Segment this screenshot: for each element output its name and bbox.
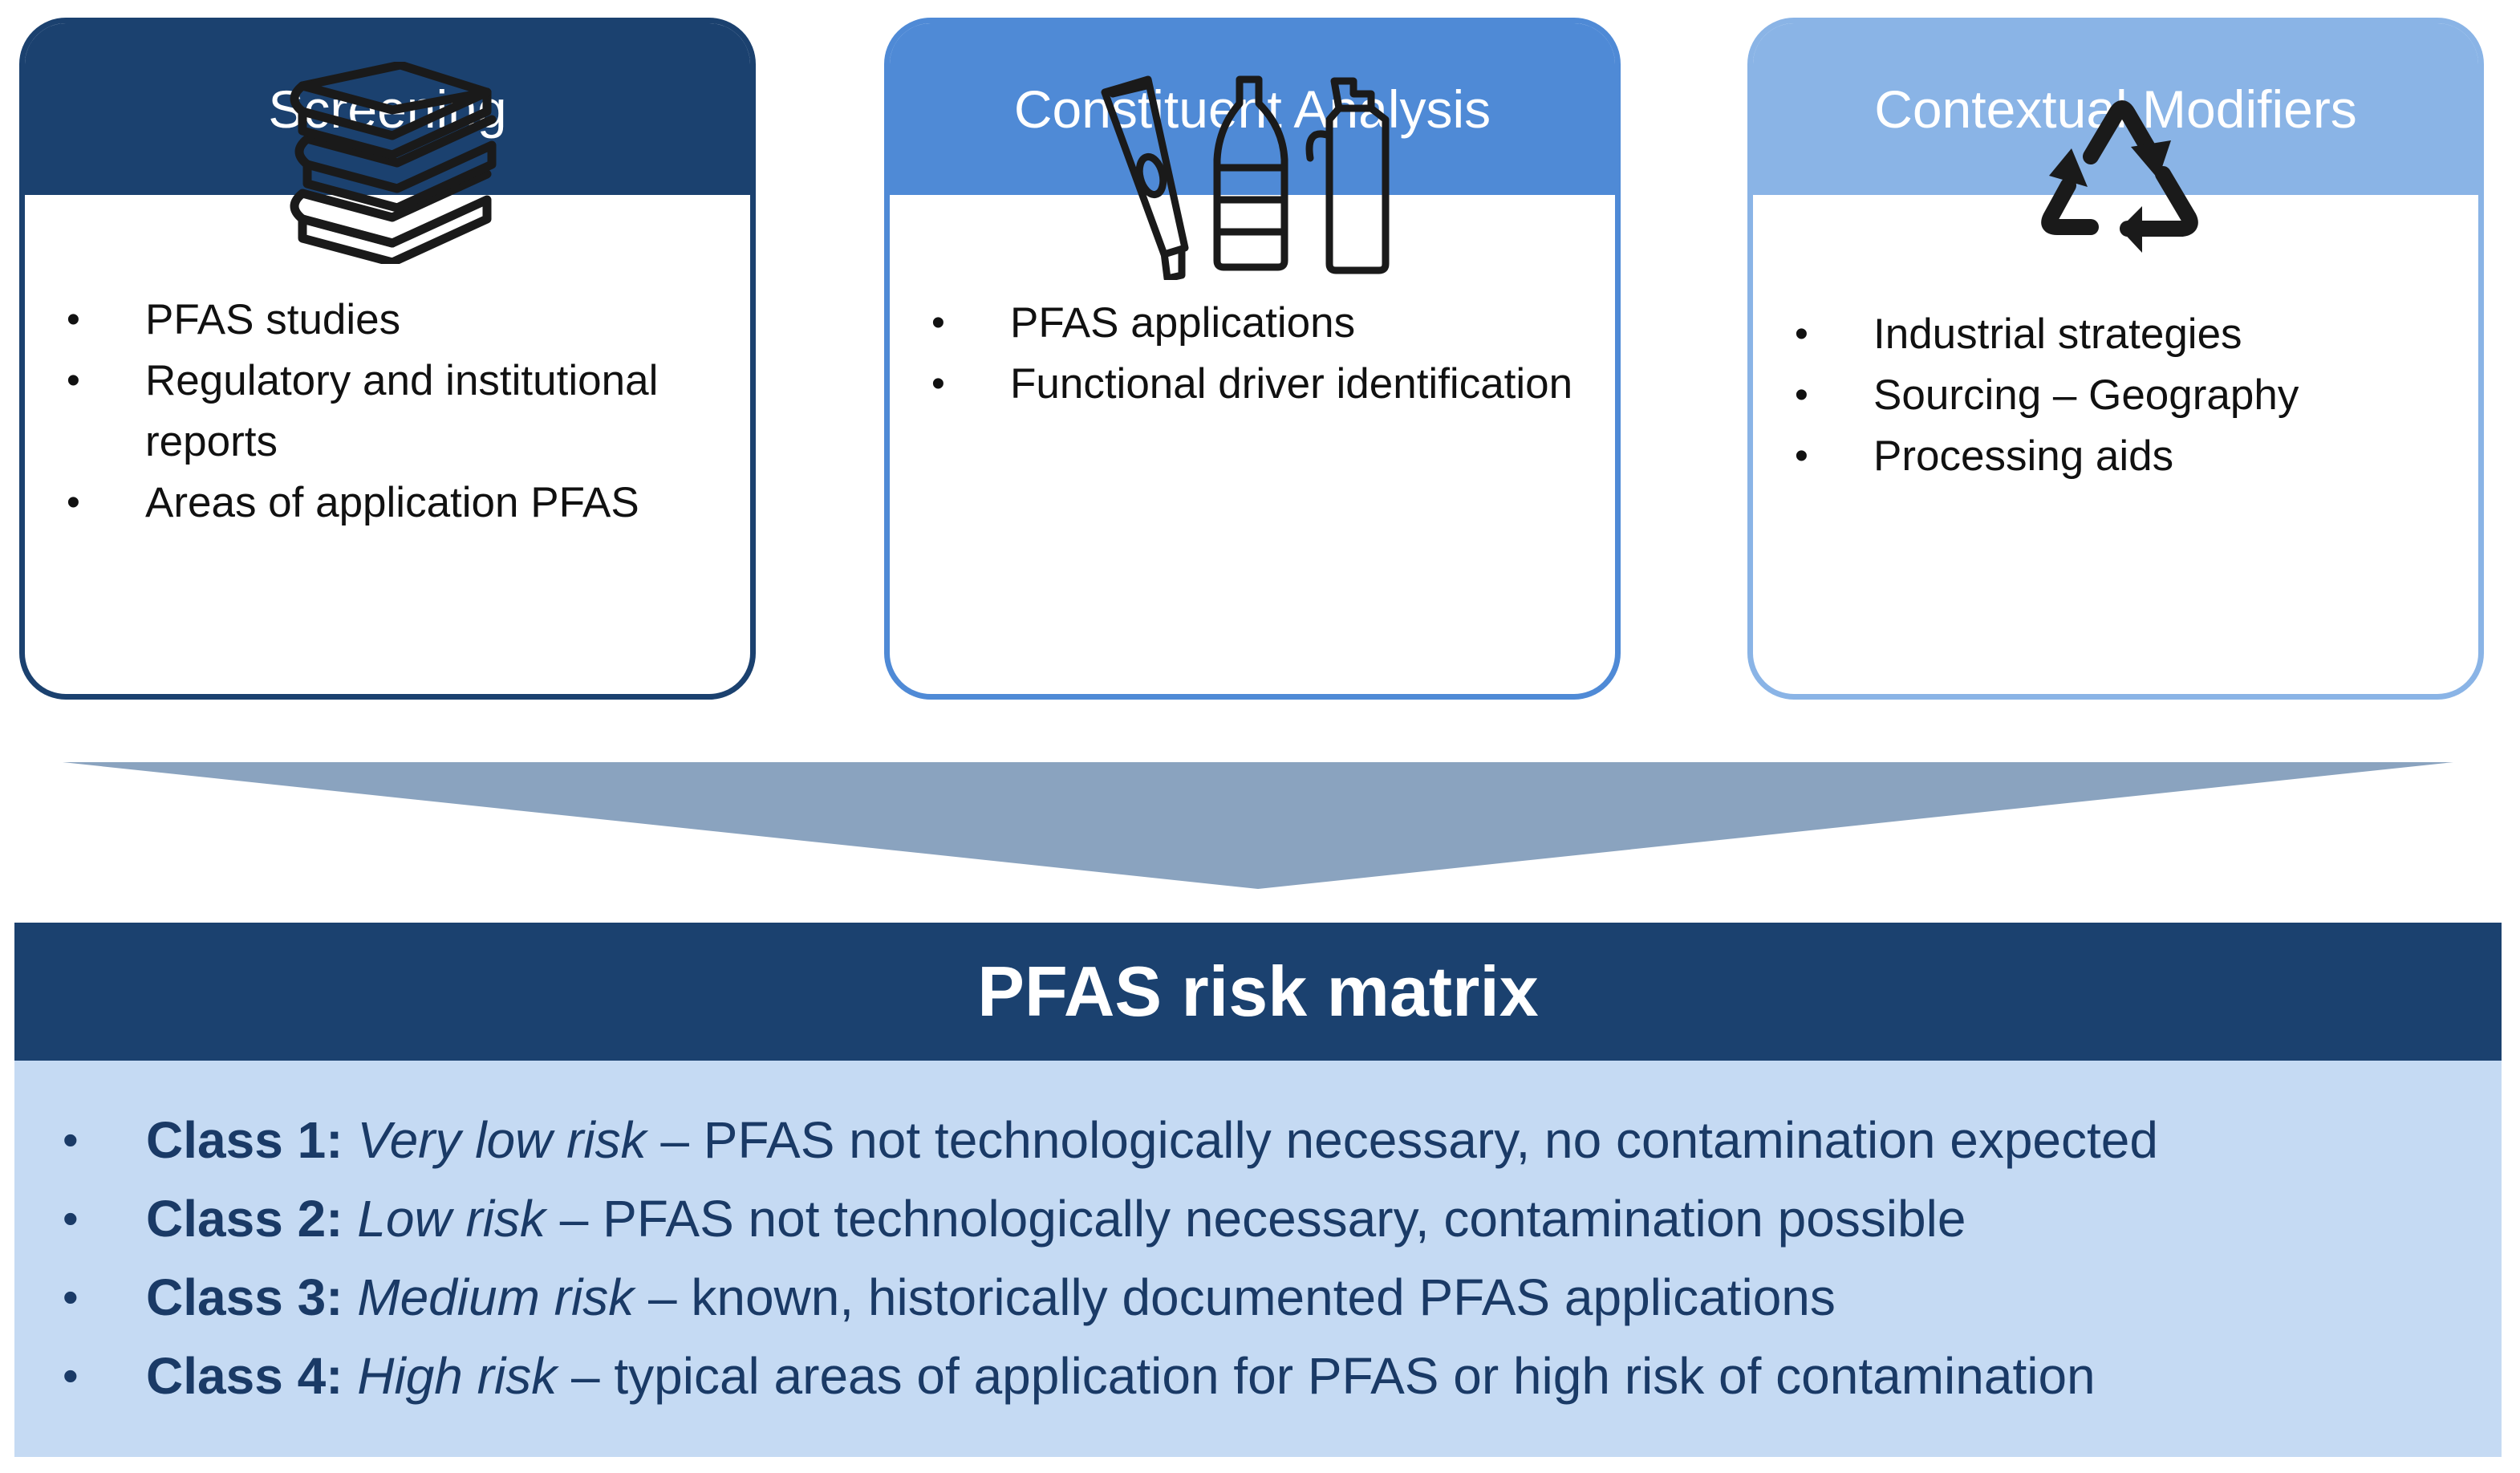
list-item: Functional driver identification: [890, 354, 1615, 415]
list-item: Industrial strategies: [1753, 304, 2478, 365]
risk-class-label: Class 3:: [146, 1268, 343, 1326]
risk-level: Medium risk: [357, 1268, 635, 1326]
risk-level: High risk: [357, 1347, 558, 1405]
tube-bottle-flask-icon: [1101, 75, 1390, 280]
funnel-arrow: [63, 762, 2453, 889]
risk-description: – typical areas of application for PFAS …: [557, 1347, 2096, 1405]
screening-list: PFAS studies Regulatory and institutiona…: [25, 290, 750, 534]
books-stack-icon: [290, 62, 497, 264]
list-item: Regulatory and institutional reports: [25, 351, 750, 473]
list-item: Sourcing – Geography: [1753, 365, 2478, 426]
risk-class-list: Class 1: Very low risk – PFAS not techno…: [14, 1101, 2502, 1415]
risk-class-label: Class 1:: [146, 1111, 343, 1169]
risk-level: Very low risk: [357, 1111, 647, 1169]
risk-class-item: Class 4: High risk – typical areas of ap…: [14, 1337, 2502, 1415]
risk-description: – known, historically documented PFAS ap…: [634, 1268, 1836, 1326]
list-item: PFAS studies: [25, 290, 750, 351]
risk-class-item: Class 1: Very low risk – PFAS not techno…: [14, 1101, 2502, 1179]
risk-matrix-title: PFAS risk matrix: [14, 923, 2502, 1061]
risk-class-item: Class 2: Low risk – PFAS not technologic…: [14, 1179, 2502, 1258]
constituent-analysis-list: PFAS applications Functional driver iden…: [890, 293, 1615, 415]
risk-class-item: Class 3: Medium risk – known, historical…: [14, 1258, 2502, 1337]
list-item: Processing aids: [1753, 426, 2478, 487]
constituent-analysis-card: Constituent Analysis PFAS applications F…: [884, 18, 1621, 700]
list-item: Areas of application PFAS: [25, 473, 750, 534]
risk-description: – PFAS not technologically necessary, no…: [646, 1111, 2158, 1169]
recycle-icon: [2041, 100, 2198, 253]
risk-description: – PFAS not technologically necessary, co…: [545, 1190, 1966, 1248]
list-item: PFAS applications: [890, 293, 1615, 354]
contextual-modifiers-card: Contextual Modifiers Industrial strategi…: [1747, 18, 2484, 700]
risk-matrix-body: Class 1: Very low risk – PFAS not techno…: [14, 1061, 2502, 1457]
risk-level: Low risk: [357, 1190, 546, 1248]
contextual-modifiers-list: Industrial strategies Sourcing – Geograp…: [1753, 304, 2478, 487]
risk-class-label: Class 4:: [146, 1347, 343, 1405]
screening-card: Screening PFAS studies Regulatory and in…: [19, 18, 756, 700]
risk-class-label: Class 2:: [146, 1190, 343, 1248]
